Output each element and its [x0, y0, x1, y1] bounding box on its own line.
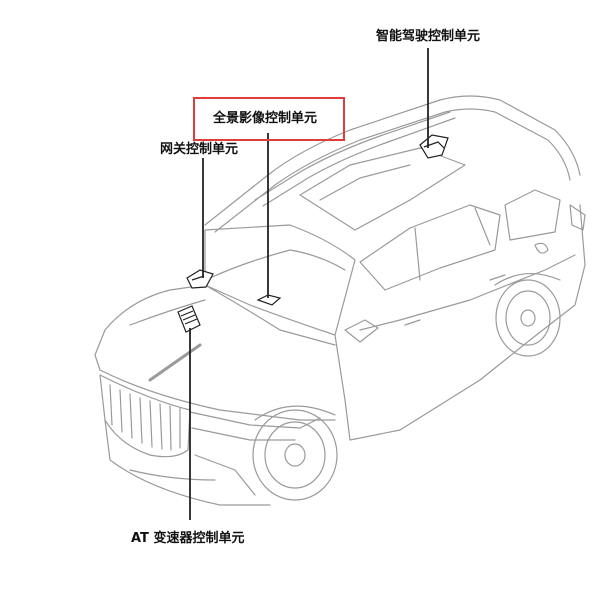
- module-surround-view: [256, 294, 282, 306]
- label-surround-view-unit: 全景影像控制单元: [213, 111, 318, 126]
- module-transmission: [177, 305, 201, 333]
- label-adas-unit: 智能驾驶控制单元: [376, 29, 481, 44]
- highlight-box: [193, 97, 345, 141]
- module-gateway: [186, 269, 214, 289]
- label-transmission-unit: AT 变速器控制单元: [131, 531, 245, 546]
- module-adas: [419, 134, 449, 159]
- car-outline: [94, 95, 586, 506]
- label-gateway-unit: 网关控制单元: [160, 142, 239, 157]
- leader-lines: [189, 48, 429, 520]
